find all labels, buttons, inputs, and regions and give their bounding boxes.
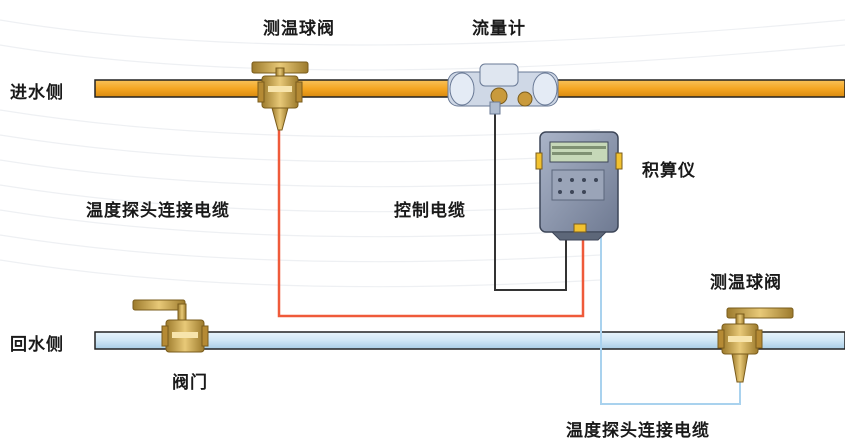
return-pipe: [94, 331, 845, 350]
gate-valve-icon: [132, 299, 209, 353]
probe-cable-left-label: 温度探头连接电缆: [86, 201, 230, 221]
flow-meter-icon: [447, 63, 559, 115]
calculator-label: 积算仪: [642, 161, 696, 181]
gate-valve-label: 阀门: [172, 373, 208, 393]
probe-cable-bottom-label: 温度探头连接电缆: [566, 421, 710, 441]
red-probe-cable: [277, 128, 585, 318]
inlet-side-label: 进水侧: [10, 83, 64, 103]
return-side-label: 回水侧: [10, 335, 64, 355]
temp-ball-valve-bottom-icon: [717, 307, 794, 383]
calculator-icon: [535, 131, 623, 241]
temp-ball-valve-top-label: 测温球阀: [263, 19, 335, 39]
control-cable-label: 控制电缆: [394, 201, 466, 221]
background-arcs: [0, 19, 845, 288]
control-cable-line: [494, 112, 567, 291]
temp-ball-valve-bottom-label: 测温球阀: [710, 273, 782, 293]
blue-probe-cable: [600, 237, 741, 405]
temp-ball-valve-top-icon: [251, 61, 309, 131]
flow-meter-label: 流量计: [472, 19, 526, 39]
